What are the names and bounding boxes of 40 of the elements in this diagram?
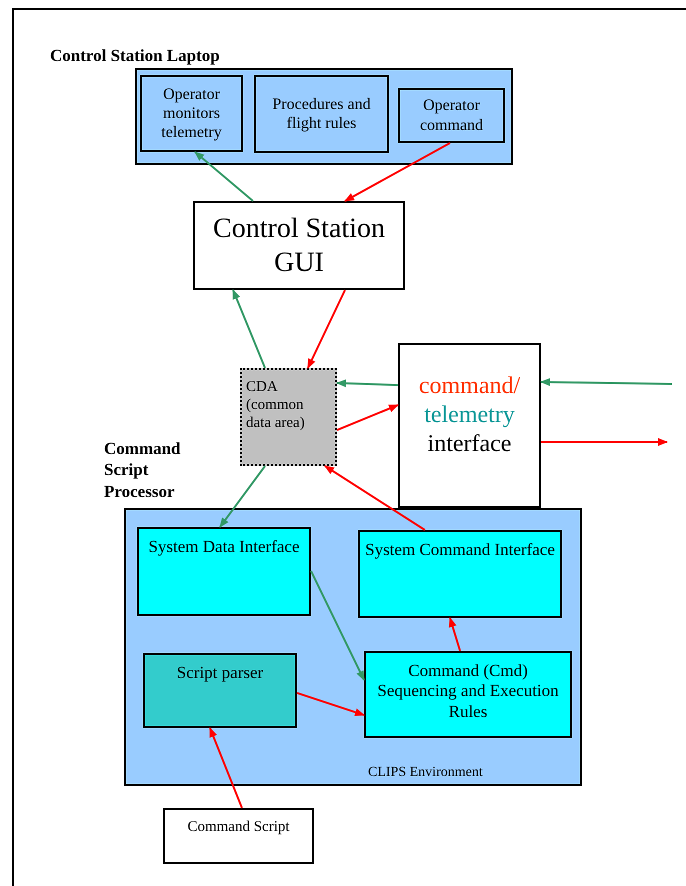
box-text: Operator monitors telemetry <box>160 84 223 142</box>
process-box <box>358 530 562 618</box>
arrow <box>540 378 672 386</box>
box-text: command/ <box>418 372 520 402</box>
box-text: telemetry <box>424 401 515 430</box>
box-text: interface <box>428 430 512 459</box>
box-text: Procedures and flight rules <box>271 94 372 134</box>
process-box <box>364 651 572 738</box>
arrow <box>296 692 365 716</box>
box-text: System Command Interface <box>365 540 555 560</box>
process-box <box>137 527 311 616</box>
data-area-box <box>240 368 337 466</box>
process-box <box>398 88 505 143</box>
arrow <box>307 290 346 369</box>
environment-label: CLIPS Environment <box>368 765 483 782</box>
arrow <box>232 289 266 368</box>
arrow <box>310 570 365 681</box>
process-box <box>163 808 314 864</box>
box-text: CDA (common data area) <box>246 378 306 432</box>
box-text: Command (Cmd) Sequencing and Execution Rules <box>376 661 560 722</box>
arrow <box>324 465 426 531</box>
group-heading: Command Script Processor <box>104 438 182 502</box>
box-text: Command Script <box>187 818 290 836</box>
process-box <box>398 343 541 508</box>
arrow <box>448 617 462 652</box>
arrow <box>219 465 266 528</box>
process-box <box>143 653 297 728</box>
box-text: Script parser <box>176 663 264 684</box>
process-box <box>193 201 405 290</box>
box-text: System Data Interface <box>148 537 300 558</box>
process-box <box>140 75 243 152</box>
group-heading: Control Station Laptop <box>50 45 221 66</box>
box-text: Operator command <box>418 96 484 135</box>
process-box <box>254 75 389 153</box>
arrow <box>194 151 254 202</box>
arrow <box>541 438 668 446</box>
arrow <box>336 404 399 431</box>
arrow <box>209 727 243 808</box>
arrow <box>336 379 398 388</box>
box-text: Control Station GUI <box>212 212 386 280</box>
